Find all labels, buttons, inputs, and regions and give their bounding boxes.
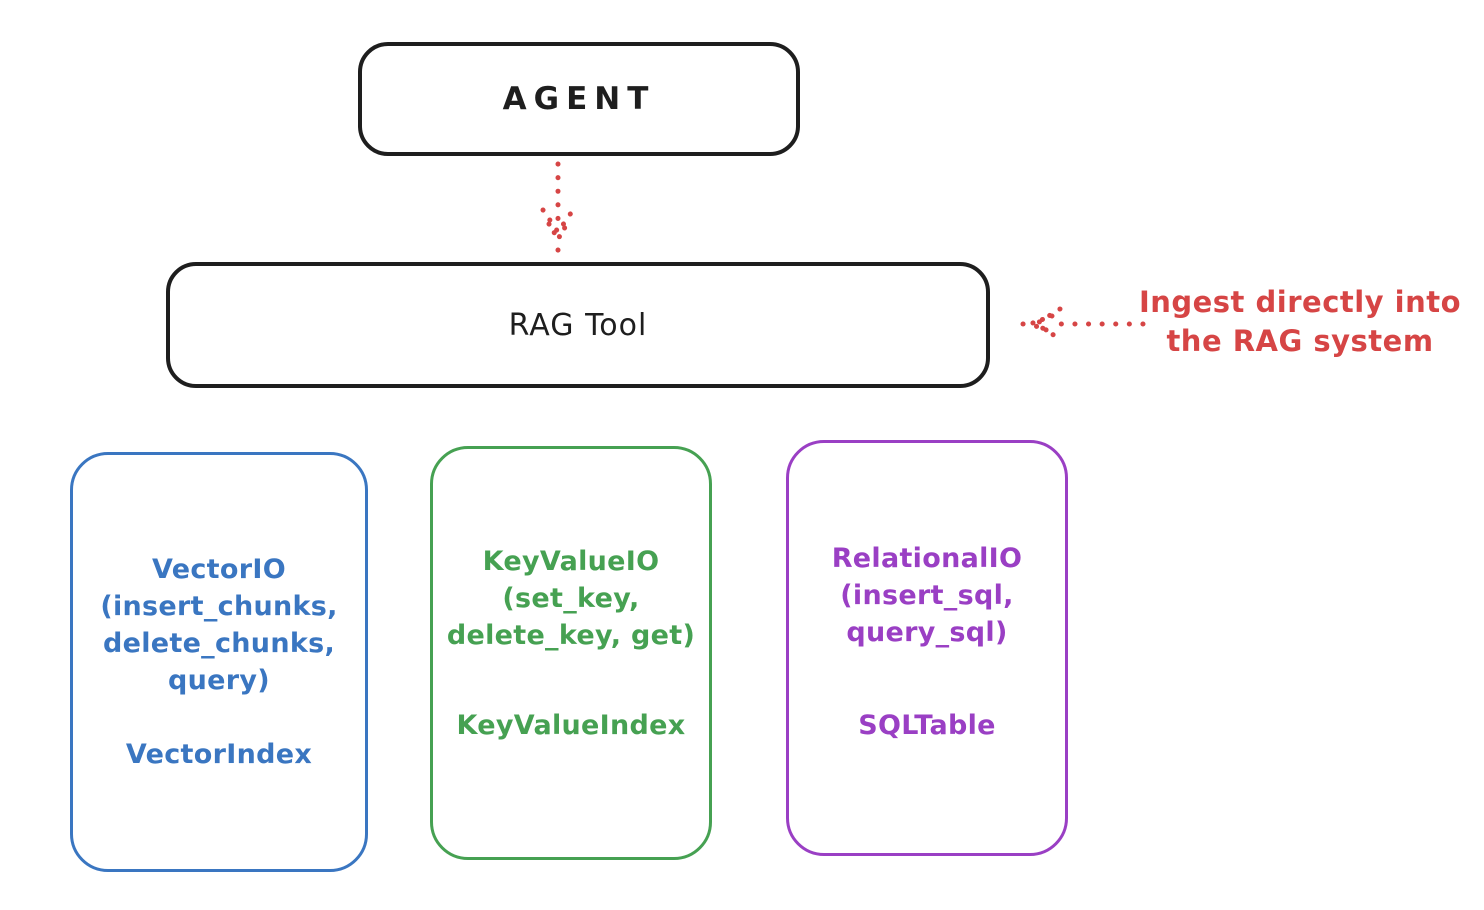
arrow-down-icon xyxy=(540,161,576,253)
store-index-label-keyvalue: KeyValueIndex xyxy=(456,710,686,741)
store-node-vector-io[interactable]: VectorIO(insert_chunks,delete_chunks,que… xyxy=(70,452,368,872)
agent-node[interactable]: AGENT xyxy=(358,42,800,156)
store-node-keyvalue-io[interactable]: KeyValueIO(set_key,delete_key, get) KeyV… xyxy=(430,446,712,860)
store-title-relational-io: RelationalIO(insert_sql,query_sql) xyxy=(831,543,1023,648)
store-index-label-vector: VectorIndex xyxy=(125,739,313,770)
arrow-left-icon xyxy=(1020,306,1146,342)
rag-tool-label: RAG Tool xyxy=(508,307,648,343)
store-node-relational-io[interactable]: RelationalIO(insert_sql,query_sql) SQLTa… xyxy=(786,440,1068,856)
store-title-vector-io: VectorIO(insert_chunks,delete_chunks,que… xyxy=(100,554,338,696)
agent-label: AGENT xyxy=(502,81,656,117)
rag-tool-node[interactable]: RAG Tool xyxy=(166,262,990,388)
store-index-label-relational: SQLTable xyxy=(858,710,996,741)
store-title-keyvalue-io: KeyValueIO(set_key,delete_key, get) xyxy=(446,546,696,651)
